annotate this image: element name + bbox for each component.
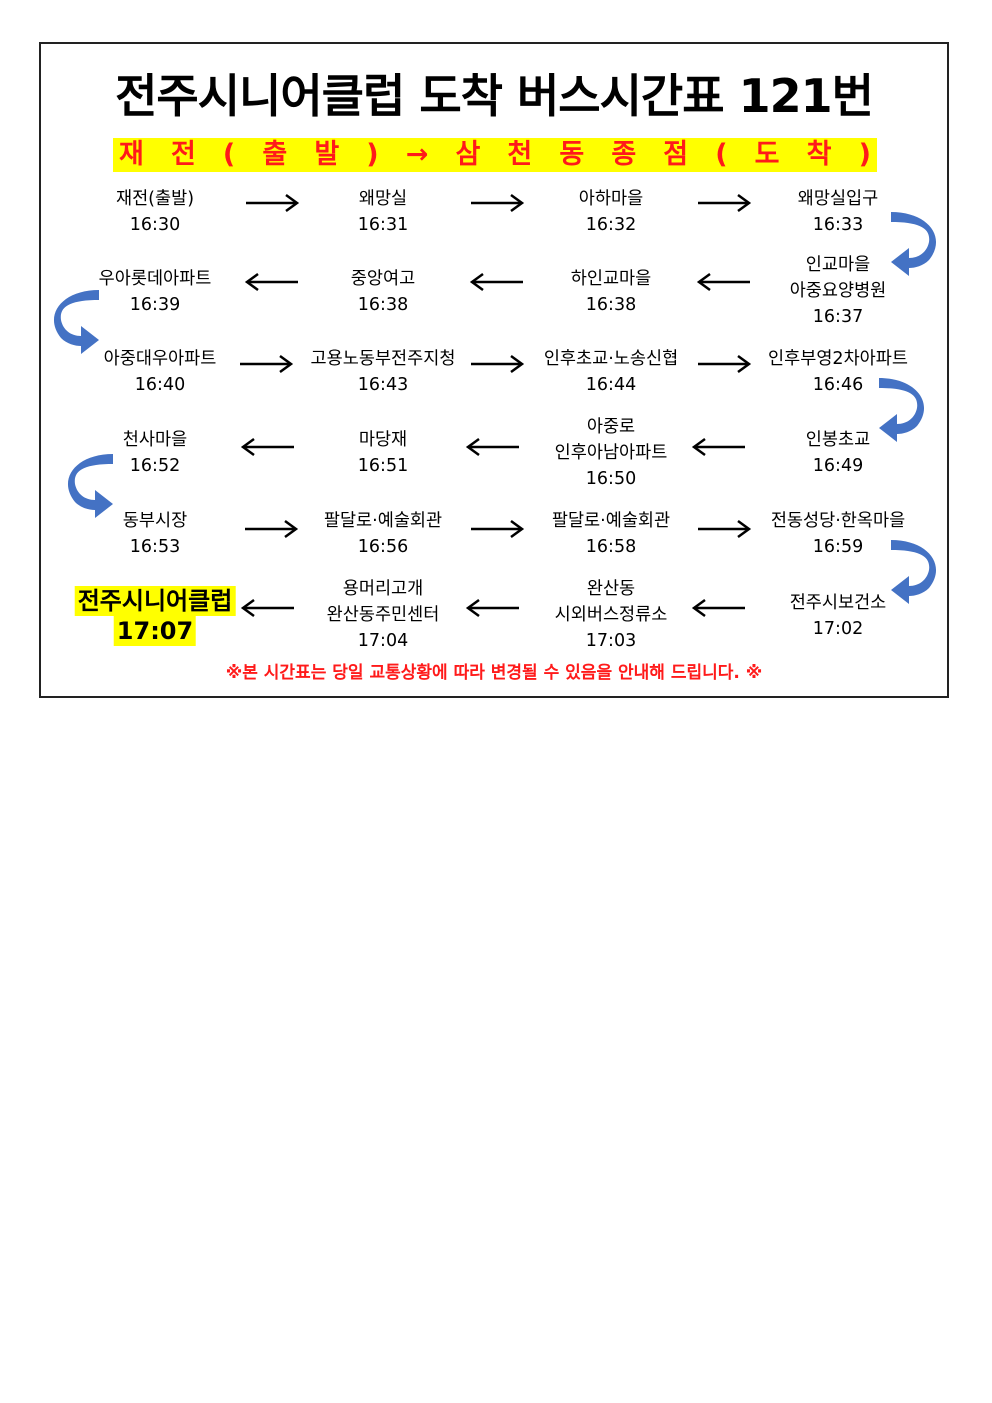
arrow-left-icon xyxy=(691,598,747,618)
route-char: 재 xyxy=(119,139,144,170)
arrow-left-icon xyxy=(240,437,296,457)
route-char: 출 xyxy=(262,139,288,170)
arrow-left-icon xyxy=(240,598,296,618)
route-char: 삼 xyxy=(455,139,481,170)
final-stop-name: 전주시니어클럽 xyxy=(74,586,236,616)
arrow-left-icon xyxy=(465,437,521,457)
route-char: 점 xyxy=(663,139,689,170)
arrow-right-icon xyxy=(469,193,525,213)
route-char: ( xyxy=(222,139,236,170)
arrow-right-icon xyxy=(243,519,299,539)
arrow-right-icon xyxy=(696,519,752,539)
arrow-right-icon xyxy=(696,354,752,374)
route-char: ) xyxy=(858,139,871,170)
timetable-frame: 전주시니어클럽 도착 버스시간표 121번 재 전 ( 출 발 ) → 삼 천 … xyxy=(39,42,949,698)
curved-arrow-down-right-icon xyxy=(59,450,115,520)
route-char: ) xyxy=(366,139,379,170)
route-char: 동 xyxy=(559,139,585,170)
arrow-right-icon xyxy=(469,354,525,374)
route-char: 도 xyxy=(754,139,780,170)
page-title: 전주시니어클럽 도착 버스시간표 121번 xyxy=(115,69,874,123)
arrow-left-icon xyxy=(696,272,752,292)
curved-arrow-down-right-icon xyxy=(45,286,101,356)
route-char: 착 xyxy=(806,139,832,170)
arrow-right-icon xyxy=(696,193,752,213)
route-arrow: → xyxy=(405,139,429,170)
final-stop: 전주시니어클럽 17:07 xyxy=(74,586,236,646)
route-banner: 재 전 ( 출 발 ) → 삼 천 동 종 점 ( 도 착 ) xyxy=(113,138,877,172)
curved-arrow-down-left-icon xyxy=(889,536,945,606)
final-stop-time: 17:07 xyxy=(113,616,197,646)
arrow-left-icon xyxy=(465,598,521,618)
arrow-left-icon xyxy=(244,272,300,292)
stop-1: 재전(출발)16:30 xyxy=(115,189,195,235)
route-char: 천 xyxy=(507,139,533,170)
arrow-right-icon xyxy=(244,193,300,213)
route-char: ( xyxy=(715,139,728,170)
notice-text: ※본 시간표는 당일 교통상황에 따라 변경될 수 있음을 안내해 드립니다. … xyxy=(225,663,763,683)
arrow-left-icon xyxy=(469,272,525,292)
route-char: 전 xyxy=(170,139,196,170)
curved-arrow-down-left-icon xyxy=(877,374,933,444)
arrow-right-icon xyxy=(469,519,525,539)
curved-arrow-down-left-icon xyxy=(889,208,945,278)
arrow-right-icon xyxy=(238,354,294,374)
arrow-left-icon xyxy=(691,437,747,457)
route-char: 발 xyxy=(314,139,340,170)
route-char: 종 xyxy=(611,139,637,170)
